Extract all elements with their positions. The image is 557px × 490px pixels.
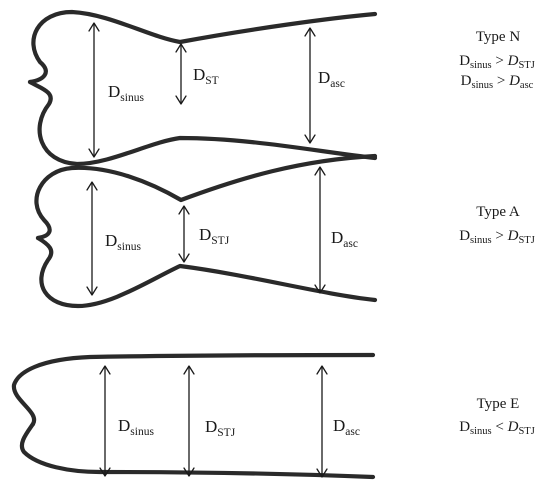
arrow-sinus-type-e	[99, 365, 111, 477]
aorta-outline-upper-type-n	[27, 9, 378, 85]
aorta-outline-lower-type-n	[27, 79, 378, 167]
panel-type-n: Dsinus DST Dasc Type N Dsinus > DSTJ Dsi…	[27, 9, 535, 167]
caption-relation-1-type-n: Dsinus > DSTJ	[459, 53, 535, 71]
label-d-asc-type-e: Dasc	[333, 416, 360, 438]
arrow-sinus-type-n	[88, 22, 100, 158]
label-d-stj-type-e: DSTJ	[205, 417, 236, 439]
caption-relation-2-type-n: Dsinus > Dasc	[461, 73, 534, 91]
arrow-stj-type-a	[178, 205, 190, 263]
arrow-stj-type-n	[175, 43, 187, 105]
aorta-outline-upper-type-a	[34, 153, 378, 241]
arrow-asc-type-e	[316, 365, 328, 478]
caption-title-type-e: Type E	[477, 396, 520, 412]
arrow-stj-type-e	[183, 365, 195, 477]
caption-relation-1-type-a: Dsinus > DSTJ	[459, 228, 535, 246]
arrow-asc-type-n	[304, 27, 316, 144]
aorta-outline-upper-type-e	[11, 352, 376, 427]
label-d-asc-type-a: Dasc	[331, 228, 358, 250]
label-d-stj-type-a: DSTJ	[199, 225, 230, 247]
aorta-outline-lower-type-e	[19, 421, 376, 480]
caption-title-type-a: Type A	[476, 204, 520, 220]
label-d-sinus-type-n: Dsinus	[108, 82, 144, 104]
label-d-st-type-n: DST	[193, 65, 219, 87]
aorta-outline-lower-type-a	[35, 235, 378, 309]
caption-title-type-n: Type N	[476, 29, 521, 45]
label-d-sinus-type-a: Dsinus	[105, 231, 141, 253]
panel-type-a: Dsinus DSTJ Dasc Type A Dsinus > DSTJ	[34, 153, 535, 309]
arrow-asc-type-a	[314, 166, 326, 294]
label-d-asc-type-n: Dasc	[318, 68, 345, 90]
arrow-sinus-type-a	[86, 181, 98, 296]
label-d-sinus-type-e: Dsinus	[118, 416, 154, 438]
panel-type-e: Dsinus DSTJ Dasc Type E Dsinus < DSTJ	[11, 352, 535, 480]
caption-relation-1-type-e: Dsinus < DSTJ	[459, 419, 535, 437]
